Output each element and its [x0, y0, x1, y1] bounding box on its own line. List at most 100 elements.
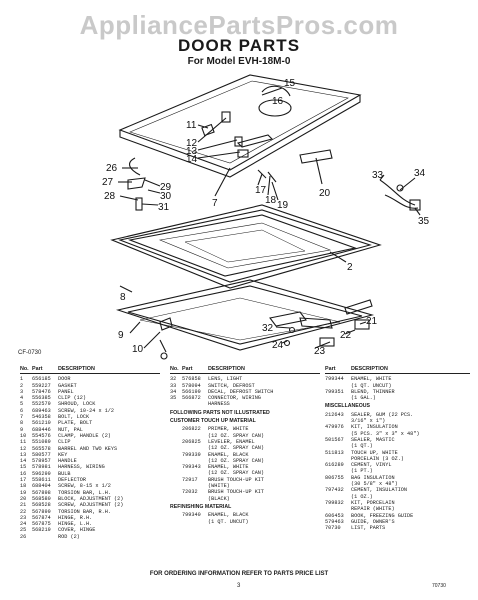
- illus-number: [170, 401, 182, 407]
- callout-26: 26: [106, 163, 118, 174]
- part-number: 596299: [32, 470, 51, 477]
- part-description: BRUSH TOUCH-UP KIT: [208, 476, 265, 483]
- part-number: 558611: [32, 477, 51, 484]
- part-description: ENAMEL, WHITE: [208, 464, 249, 471]
- illus-number: 1: [20, 376, 24, 383]
- header-description: DESCRIPTION: [58, 366, 95, 372]
- column-header: No. Part DESCRIPTION: [20, 366, 160, 375]
- part-description: TORSION BAR, R.H.: [58, 508, 111, 515]
- illus-number: 23: [20, 514, 27, 521]
- part-number: 565578: [32, 445, 51, 452]
- table-row: 3/16" x 1"): [325, 418, 470, 424]
- callout-2: 2: [347, 262, 353, 273]
- part-description: HARNESS: [208, 401, 230, 408]
- part-number: 579463: [325, 518, 344, 525]
- header-description: DESCRIPTION: [351, 366, 388, 372]
- table-row: (5 PCS. 3" x 3" x 48"): [325, 431, 470, 437]
- part-description: HINGE, L.H.: [58, 521, 93, 528]
- part-number: 799340: [182, 512, 201, 519]
- part-number: 578957: [32, 458, 51, 465]
- part-number: 554576: [32, 432, 51, 439]
- callout-22: 22: [340, 330, 352, 341]
- illus-number: [170, 496, 182, 502]
- part-number: 72917: [182, 476, 198, 483]
- page-title: DOOR PARTS: [177, 36, 301, 55]
- illus-number: 12: [20, 445, 27, 452]
- table-row: (1 PT.): [325, 468, 470, 474]
- illus-number: [170, 519, 182, 525]
- callout-10: 10: [132, 344, 144, 355]
- part-description: BAG INSULATION: [351, 474, 395, 481]
- part-description: 3/16" x 1"): [351, 418, 386, 425]
- table-row: HARNESS: [170, 401, 320, 407]
- part-number: 576858: [182, 376, 201, 383]
- illus-number: 7: [20, 414, 24, 421]
- part-number: 70730: [325, 525, 341, 532]
- illus-number: 14: [20, 458, 27, 465]
- illus-number: 16: [20, 470, 27, 477]
- part-number: 552579: [32, 401, 51, 408]
- part-description: ENAMEL, BLACK: [208, 451, 249, 458]
- column-header: Part DESCRIPTION: [325, 366, 470, 375]
- part-number: 556385: [32, 395, 51, 402]
- part-description: (1 PT.): [351, 468, 373, 475]
- part-description: PLATE, BOLT: [58, 420, 93, 427]
- part-description: (1 QT. UNCUT): [208, 518, 249, 525]
- table-row: (1 OZ.): [325, 494, 470, 500]
- figure-code: CF-0730: [18, 350, 42, 356]
- part-number: 567899: [32, 508, 51, 515]
- part-number: 799832: [325, 499, 344, 506]
- part-number: 511813: [325, 449, 344, 456]
- part-description: HARNESS, WIRING: [58, 464, 105, 471]
- callout-19: 19: [277, 200, 289, 211]
- section-heading: CUSTOMER TOUCH UP MATERIAL: [170, 418, 256, 425]
- part-number: 561210: [32, 420, 51, 427]
- table-row: 799339 ENAMEL, BLACK: [170, 452, 320, 458]
- callout-24: 24: [272, 340, 284, 351]
- callout-17: 17: [255, 185, 267, 196]
- callout-29: 29: [160, 182, 172, 193]
- part-description: CEMENT, VINYL: [351, 462, 392, 469]
- illus-number: 13: [20, 451, 27, 458]
- table-row: 72917 BRUSH TOUCH-UP KIT: [170, 477, 320, 483]
- part-description: (1 GAL.): [351, 395, 376, 402]
- header-part: Part: [32, 366, 43, 372]
- part-number: 501567: [325, 436, 344, 443]
- callout-28: 28: [104, 191, 116, 202]
- part-description: LENS, LIGHT: [208, 376, 243, 383]
- inner-panel: [127, 214, 358, 277]
- part-number: 606453: [325, 512, 344, 519]
- part-number: 799339: [182, 451, 201, 458]
- callout-21: 21: [366, 316, 378, 327]
- part-number: 656185: [32, 376, 51, 383]
- part-number: 799351: [325, 388, 344, 395]
- table-row: (12 OZ. SPRAY CAN): [170, 470, 320, 476]
- part-number: 578476: [32, 388, 51, 395]
- callout-16: 16: [272, 96, 284, 107]
- part-description: SEALER, MASTIC: [351, 436, 395, 443]
- callout-34: 34: [414, 168, 426, 179]
- callout-33: 33: [372, 170, 384, 181]
- illus-number: 18: [20, 483, 27, 490]
- part-description: KEY: [58, 451, 68, 458]
- part-description: SEALER, GUM (22 PCS.: [351, 411, 414, 418]
- illus-number: 24: [20, 521, 27, 528]
- section-heading: FOLLOWING PARTS NOT ILLUSTRATED: [170, 409, 270, 416]
- part-number: [182, 401, 208, 407]
- part-number: [182, 519, 208, 525]
